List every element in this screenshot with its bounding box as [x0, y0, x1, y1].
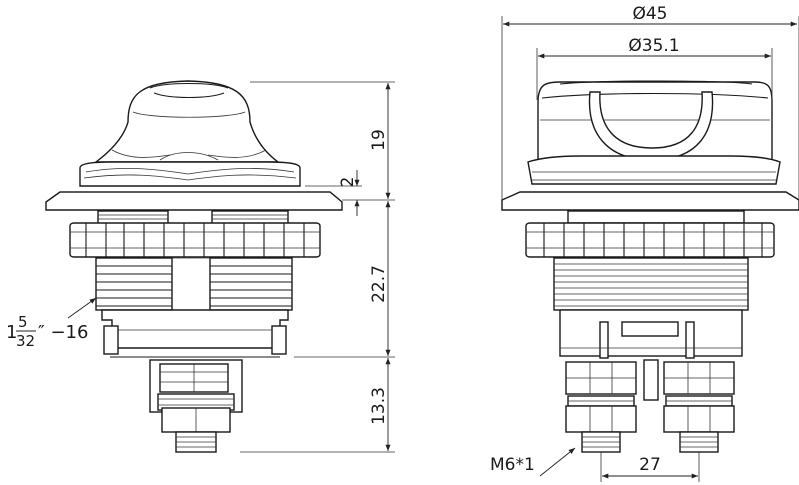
switch-side-view: 1 5 32 ″ −16 [6, 80, 343, 453]
dim-label-35-1: Ø35.1 [628, 36, 679, 56]
front-flange [501, 191, 799, 211]
dim-label-22-7: 22.7 [369, 265, 389, 303]
front-knurled-nut [525, 210, 775, 258]
body-threads [95, 257, 293, 311]
right-dimensions: Ø45 Ø35.1 27 M6*1 [490, 4, 799, 482]
dim-label-27: 27 [639, 455, 661, 475]
knob-skirt [79, 161, 301, 187]
terminal-separator [643, 359, 659, 401]
dim-label-19: 19 [369, 129, 389, 151]
knob-front [527, 80, 781, 185]
knob-dome [93, 80, 281, 163]
thread-whole: 1 [6, 322, 17, 343]
thread-suffix: ″ −16 [38, 322, 88, 343]
switch-front-view [501, 80, 799, 453]
terminal-block [149, 359, 243, 453]
dim-label-13-3: 13.3 [369, 387, 389, 425]
terminal-label: M6*1 [490, 455, 535, 475]
terminal-stack-left [565, 361, 637, 453]
dim-label-2: 2 [338, 177, 358, 188]
front-base [559, 309, 743, 359]
terminal-leader [539, 447, 576, 477]
thread-numerator: 5 [18, 313, 28, 331]
terminal-stack-right [663, 361, 735, 453]
upper-threads [97, 210, 289, 226]
thread-denominator: 32 [16, 332, 35, 350]
dim-label-45: Ø45 [632, 4, 667, 24]
knob-handle [588, 91, 714, 161]
front-threaded-body [553, 257, 749, 311]
left-dimensions: 19 2 22.7 13.3 [240, 81, 395, 453]
housing-base [101, 309, 289, 358]
thread-leader [67, 297, 97, 319]
knurled-nut [69, 222, 321, 258]
mounting-flange [45, 191, 343, 211]
